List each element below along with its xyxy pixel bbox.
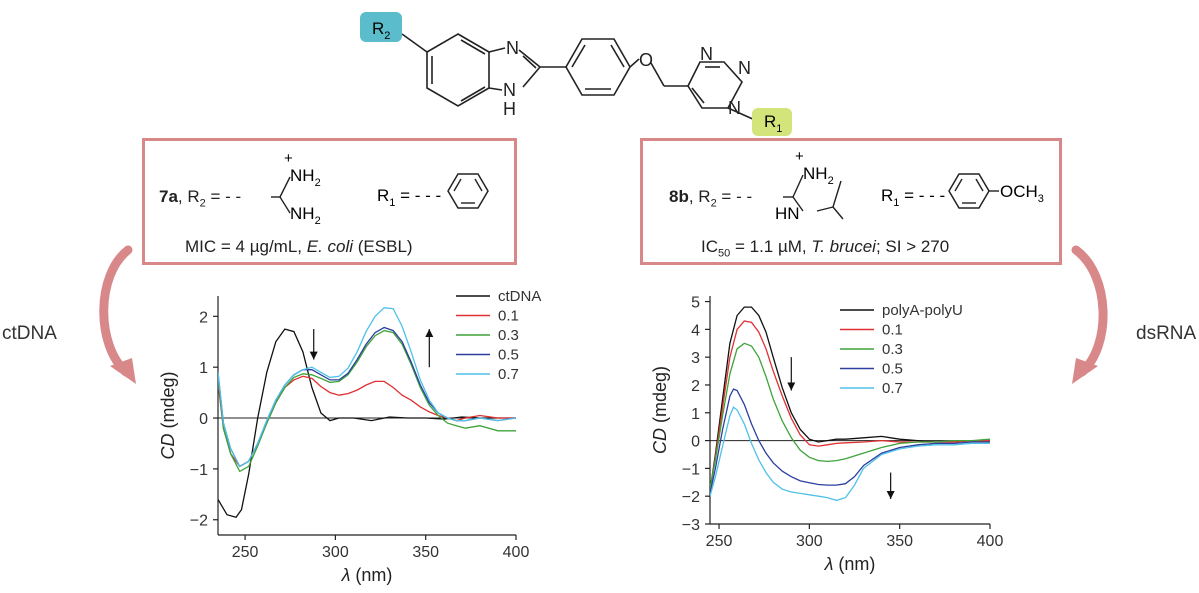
ctdna-x-tick-label: 300 (322, 544, 349, 561)
dsrna-y-tick-label: 0 (691, 434, 700, 451)
dsrna-x-tick-label: 350 (886, 533, 913, 550)
left-curved-arrow (99, 245, 133, 377)
dsrna-legend-label: 0.5 (882, 361, 903, 378)
triazole-n2: N (738, 58, 751, 78)
triazole-n1: N (700, 44, 713, 64)
box-7a-plus: + (284, 150, 293, 167)
ctdna-x-axis-label: λ (nm) (341, 565, 393, 585)
box-7a-phenyl (447, 173, 489, 209)
dsrna-legend-label: 0.3 (882, 341, 903, 358)
dsrna-trend-arrowhead (787, 382, 796, 391)
ctdna-series-line-0 (218, 328, 516, 518)
right-curved-arrow (1071, 245, 1108, 377)
ctdna-legend-label: 0.5 (498, 347, 519, 364)
dsrna-y-tick-label: −1 (682, 461, 700, 478)
ctdna-y-tick-label: 2 (199, 309, 208, 326)
ctdna-x-tick-label: 250 (232, 544, 259, 561)
ctdna-y-tick-label: 0 (199, 411, 208, 428)
dsrna-y-tick-label: 3 (691, 350, 700, 367)
dsrna-series-line-4 (710, 406, 990, 502)
atom-o: O (639, 50, 653, 70)
dsrna-legend-label: 0.1 (882, 322, 903, 339)
ctdna-legend-label: 0.7 (498, 366, 519, 383)
ctdna-y-tick-label: −2 (190, 513, 208, 530)
triazole-n3: N (728, 98, 741, 118)
ctdna-y-axis-label: CD (mdeg) (158, 371, 178, 459)
left-arrowhead (110, 358, 136, 384)
dsrna-legend-label: 0.7 (882, 380, 903, 397)
dsrna-x-tick-label: 400 (977, 533, 1004, 550)
dsrna-x-axis-label: λ (nm) (824, 554, 876, 574)
dsrna-y-axis-label: CD (mdeg) (650, 366, 670, 454)
ctdna-legend-label: ctDNA (498, 288, 541, 305)
atom-n: N (506, 38, 519, 58)
box-8b-title: 8b, R2 = - - (669, 187, 753, 210)
box-7a-title: 7a, R2 = - - (159, 187, 242, 210)
dsrna-y-tick-label: 4 (691, 322, 700, 339)
right-arrowhead (1072, 358, 1098, 384)
compound-box-7a: 7a, R2 = - - + NH2 NH2 R1 = - - - MIC = … (142, 138, 517, 265)
box-8b-och3: OCH3 (1000, 182, 1044, 205)
r1-label: R1 (764, 112, 782, 135)
box-8b-groups: + NH2 HN R1 = - - - OCH3 (775, 148, 1044, 223)
dsrna-y-tick-label: −3 (682, 517, 700, 534)
box-7a-r1: R1 = - - - (377, 186, 441, 209)
box-7a-activity: MIC = 4 µg/mL, E. coli (ESBL) (185, 237, 413, 256)
ctdna-trend-arrowhead (425, 329, 434, 338)
dsrna-x-tick-label: 300 (796, 533, 823, 550)
ctdna-y-tick-label: 1 (199, 360, 208, 377)
box-7a-nh2-bottom: NH2 (290, 204, 321, 227)
box-7a-nh2-top: NH2 (290, 166, 321, 189)
label-ctdna: ctDNA (2, 323, 57, 344)
ctdna-series-line-4 (218, 307, 516, 468)
dsrna-y-tick-label: −2 (682, 489, 700, 506)
box-7a-groups: + NH2 NH2 R1 = - - - (271, 150, 489, 227)
dsrna-series-line-0 (710, 306, 990, 491)
dsrna-series-line-2 (710, 342, 990, 489)
box-8b-plus: + (795, 148, 804, 165)
ctdna-legend-label: 0.1 (498, 308, 519, 325)
dsrna-trend-arrowhead (886, 490, 895, 499)
box-8b-hn: HN (775, 204, 800, 223)
r2-label: R2 (372, 19, 390, 42)
dsrna-series-line-3 (710, 388, 990, 494)
ctdna-y-tick-label: −1 (190, 462, 208, 479)
ctdna-series-line-2 (218, 329, 516, 473)
ctdna-x-tick-label: 400 (503, 544, 530, 561)
box-8b-activity: IC50 = 1.1 µM, T. brucei; SI > 270 (701, 237, 950, 260)
dsrna-y-tick-label: 2 (691, 378, 700, 395)
atom-nh-n: N (503, 80, 516, 100)
dsrna-y-tick-label: 5 (691, 295, 700, 312)
dsrna-y-tick-label: 1 (691, 406, 700, 423)
structure-bonds (401, 33, 756, 121)
dsrna-legend-label: polyA-polyU (882, 302, 963, 319)
dsrna-x-tick-label: 250 (706, 533, 733, 550)
ctdna-x-tick-label: 350 (412, 544, 439, 561)
r2-highlight (360, 12, 402, 42)
box-8b-nh-top: NH2 (803, 164, 834, 187)
ctdna-trend-arrowhead (309, 351, 318, 360)
compound-box-8b: 8b, R2 = - - + NH2 HN R1 = - - - OCH3 IC… (640, 138, 1062, 265)
box-8b-r1: R1 = - - - (881, 186, 945, 209)
r1-highlight (752, 108, 792, 136)
label-dsrna: dsRNA (1136, 323, 1197, 344)
atom-nh-h: H (503, 99, 516, 119)
ctdna-legend-label: 0.3 (498, 327, 519, 344)
